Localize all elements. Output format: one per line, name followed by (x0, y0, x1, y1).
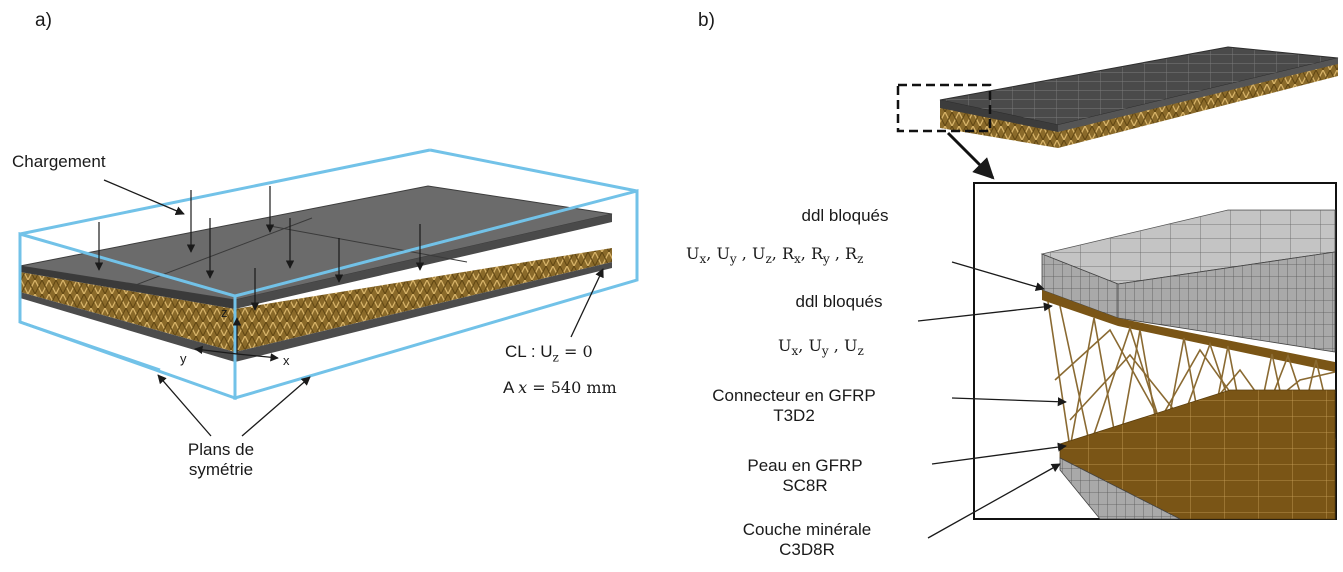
dof-symbol: U (716, 244, 730, 263)
panel-b-label: b) (698, 10, 715, 31)
symmetry-planes (18, 148, 639, 401)
dof-subscript: x (699, 252, 707, 267)
overview-edge-right (1058, 58, 1338, 132)
annotation-arrows (103, 179, 604, 437)
dof-subscript: y (823, 252, 830, 267)
dof-symbol: R (845, 244, 858, 263)
panel-a-drawing (18, 148, 639, 437)
connector-label: Connecteur en GFRP T3D2 (712, 386, 876, 425)
loading-label: Chargement (12, 152, 106, 171)
dof-symbol: U (686, 244, 700, 263)
skin-label: Peau en GFRP SC8R (747, 456, 863, 495)
core-layer (20, 248, 612, 352)
dof-separator: , (829, 244, 846, 263)
dof-separator: , (800, 244, 811, 263)
axis-z-label: z (221, 305, 228, 320)
dof-symbol: R (781, 244, 794, 263)
load-arrows (94, 186, 425, 311)
dof-separator: , (706, 244, 717, 263)
dof-separator: , (798, 336, 809, 355)
dof-subscript: x (791, 344, 799, 359)
dof-set-1: Ux, Uy , Uz, Rx, Ry , Rz (686, 244, 863, 266)
dof-subscript: z (765, 252, 772, 267)
axis-triad (194, 317, 279, 362)
dof-label-2: ddl bloqués (795, 292, 883, 311)
zoom-region-box (896, 83, 992, 133)
dof-subscript: y (821, 344, 829, 359)
axis-y-label: y (180, 351, 187, 366)
top-slab-edge-right (235, 214, 612, 309)
dof-set-2: Ux, Uy , Uz (778, 336, 864, 358)
boundary-condition-label: CL : Uz = 0 (505, 342, 593, 365)
dof-subscript: z (857, 344, 864, 359)
symmetry-planes-label: Plans de symétrie (187, 440, 255, 479)
dof-label-1: ddl bloqués (801, 206, 889, 225)
dof-symbol: U (808, 336, 822, 355)
position-label: A x = 540 mm (503, 378, 617, 397)
panel-b-drawing (896, 46, 1339, 539)
dof-separator: , (828, 336, 844, 355)
dof-subscript: z (857, 252, 864, 267)
bottom-skin (20, 262, 612, 362)
panel-a-label: a) (35, 10, 52, 31)
dof-separator: , (736, 244, 752, 263)
dof-symbol: U (843, 336, 858, 355)
annotation-arrows-b (917, 261, 1067, 539)
dof-separator: , (771, 244, 782, 263)
overview-edge (940, 100, 1058, 132)
zoom-detail (1040, 209, 1336, 520)
mineral-layer-label: Couche minérale C3D8R (742, 520, 872, 559)
dof-symbol: R (810, 244, 823, 263)
dof-subscript: x (794, 252, 801, 267)
dof-subscript: y (729, 252, 737, 267)
top-slab-edge (20, 266, 235, 309)
dof-symbol: U (751, 244, 766, 263)
dof-symbol: U (778, 336, 792, 355)
axis-x-label: x (283, 353, 290, 368)
